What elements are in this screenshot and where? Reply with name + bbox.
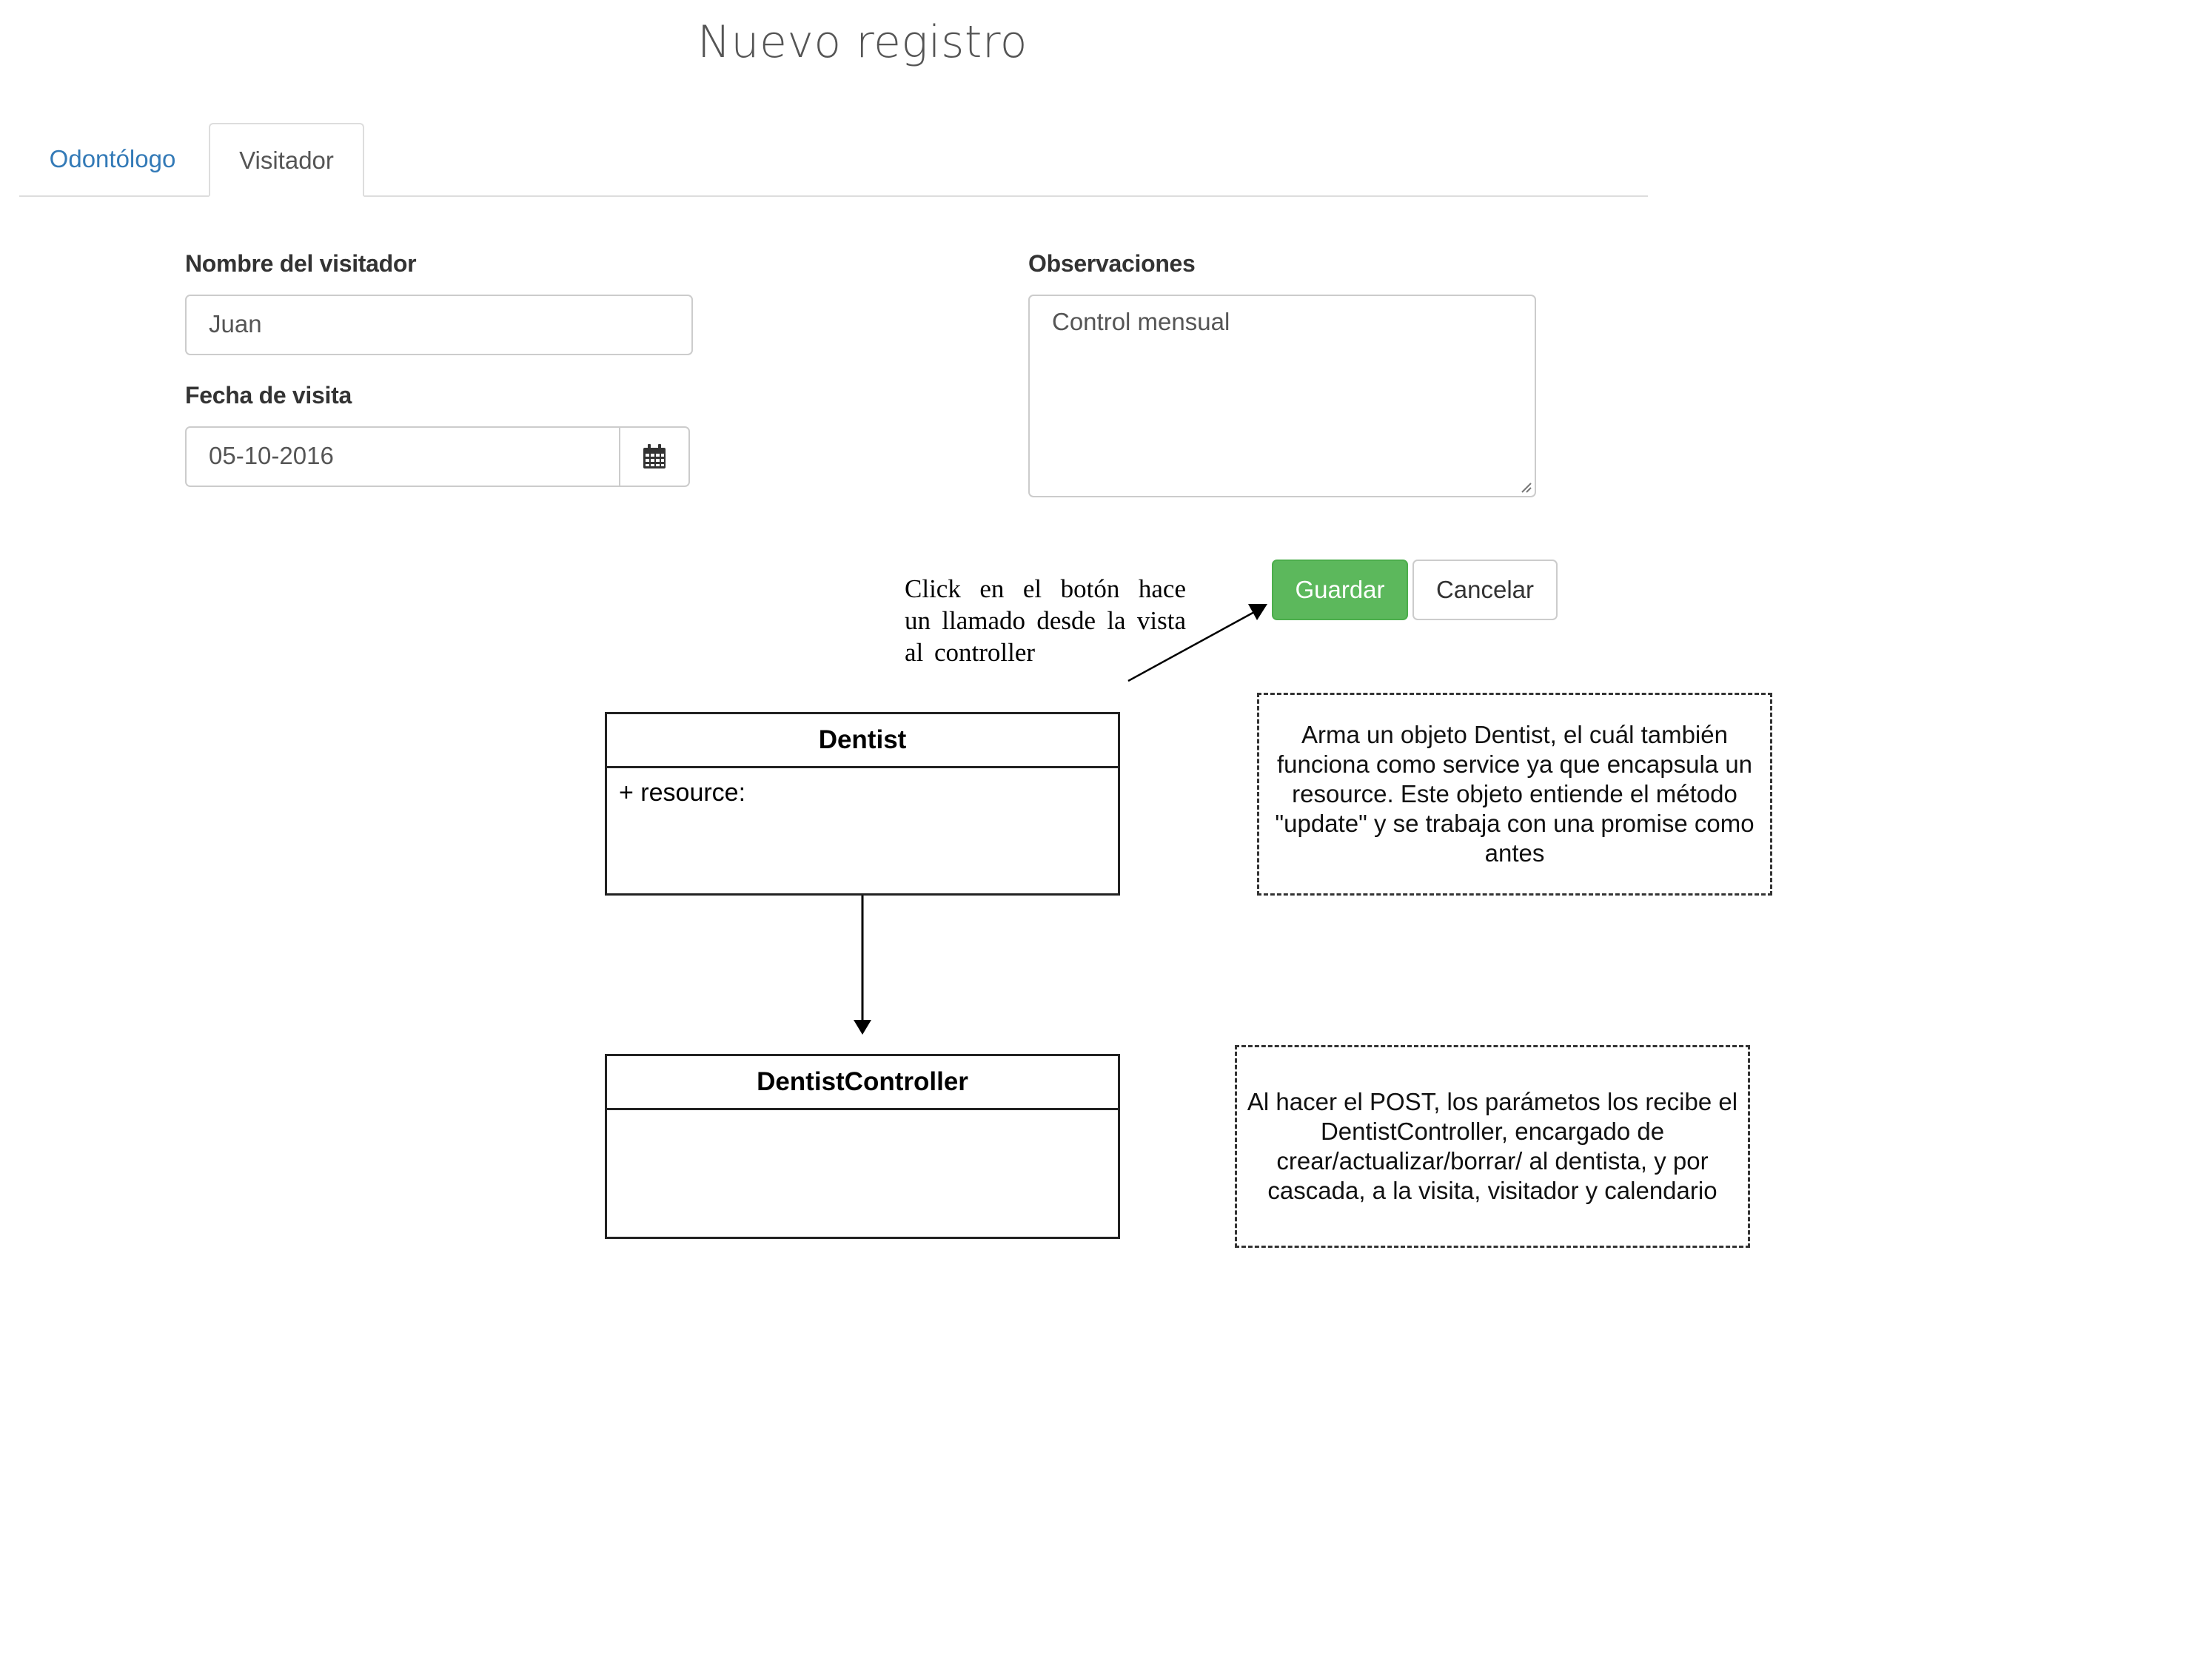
tab-odontologo[interactable]: Odontólogo <box>49 145 176 172</box>
observations-text: Control mensual <box>1052 308 1230 335</box>
calendar-button[interactable] <box>620 426 690 487</box>
observations-textarea[interactable]: Control mensual <box>1028 295 1536 497</box>
tabs-divider <box>19 195 1648 197</box>
cancel-button[interactable]: Cancelar <box>1412 560 1558 620</box>
dentist-note: Arma un objeto Dentist, el cuál también … <box>1257 693 1772 896</box>
page-title: Nuevo registro <box>697 16 1028 68</box>
visit-date-label: Fecha de visita <box>185 382 352 409</box>
observations-label: Observaciones <box>1028 250 1196 277</box>
visit-date-input[interactable]: 05-10-2016 <box>185 426 620 487</box>
calendar-icon <box>643 444 666 468</box>
dependency-arrowhead <box>854 1020 871 1035</box>
annotation-arrowhead <box>1248 604 1267 620</box>
dentist-class-name: Dentist <box>607 714 1118 768</box>
resize-grip-icon[interactable] <box>1518 480 1532 493</box>
save-button[interactable]: Guardar <box>1272 560 1408 620</box>
diagram-annotation: Click en el botón hace un llamado desde … <box>905 574 1186 667</box>
controller-note: Al hacer el POST, los parámetos los reci… <box>1235 1045 1750 1248</box>
controller-class-box: DentistController <box>605 1054 1120 1239</box>
dentist-class-attribute: + resource: <box>619 779 746 807</box>
visitor-name-input[interactable]: Juan <box>185 295 693 355</box>
tab-visitador[interactable]: Visitador <box>209 123 364 197</box>
visitor-name-label: Nombre del visitador <box>185 250 417 277</box>
dentist-class-box: Dentist + resource: <box>605 712 1120 896</box>
controller-class-name: DentistController <box>607 1056 1118 1110</box>
